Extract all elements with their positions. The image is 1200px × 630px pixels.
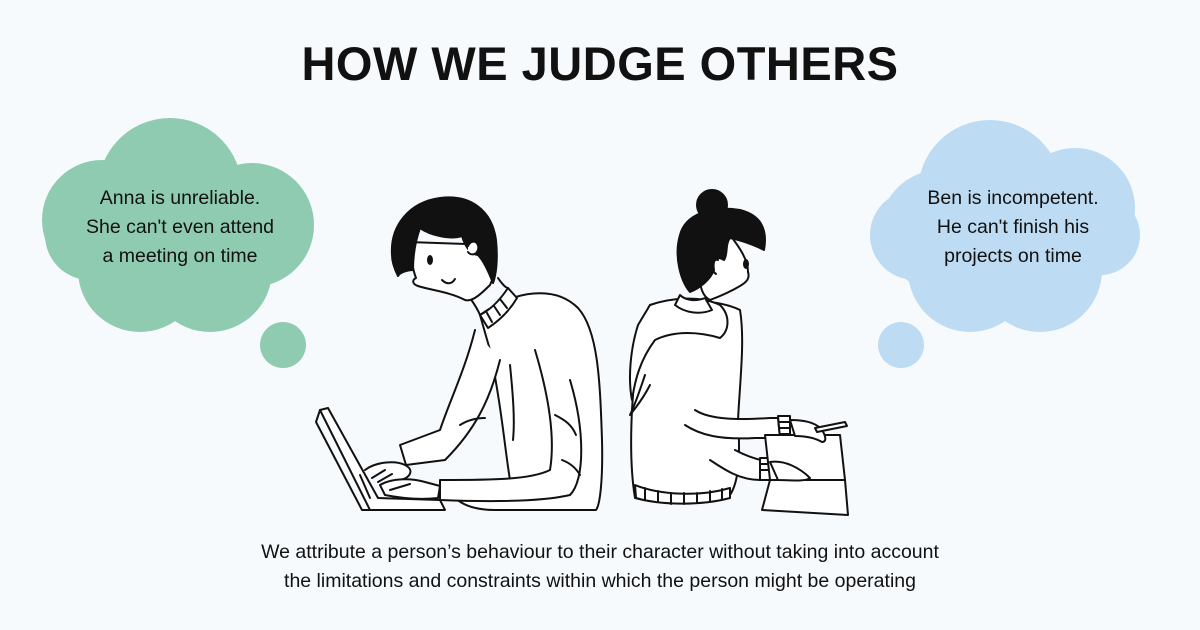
man-figure-icon xyxy=(315,196,604,511)
thought-line: projects on time xyxy=(944,245,1082,267)
caption-line: the limitations and constraints within w… xyxy=(284,570,916,592)
woman-figure-icon xyxy=(629,189,849,516)
thought-line: She can't even attend xyxy=(85,216,275,238)
cloud-shape-blue xyxy=(870,120,1140,368)
thought-text-right: Ben is incompetent. He can't finish his … xyxy=(862,184,1164,271)
illustration xyxy=(300,180,880,525)
caption-line: We attribute a person’s behaviour to the… xyxy=(261,541,939,563)
thought-bubble-right: Ben is incompetent. He can't finish his … xyxy=(860,110,1160,380)
thought-text-left: Anna is unreliable. She can't even atten… xyxy=(30,184,330,271)
page-title: HOW WE JUDGE OTHERS xyxy=(301,37,899,90)
thought-line: Anna is unreliable. xyxy=(99,187,261,209)
thought-line: Ben is incompetent. xyxy=(927,187,1099,209)
thought-bubble-left: Anna is unreliable. She can't even atten… xyxy=(30,110,330,380)
caption: We attribute a person’s behaviour to the… xyxy=(0,538,1200,596)
thought-line: a meeting on time xyxy=(102,245,258,267)
thought-line: He can't finish his xyxy=(936,216,1090,238)
cloud-shape-green xyxy=(42,118,314,368)
